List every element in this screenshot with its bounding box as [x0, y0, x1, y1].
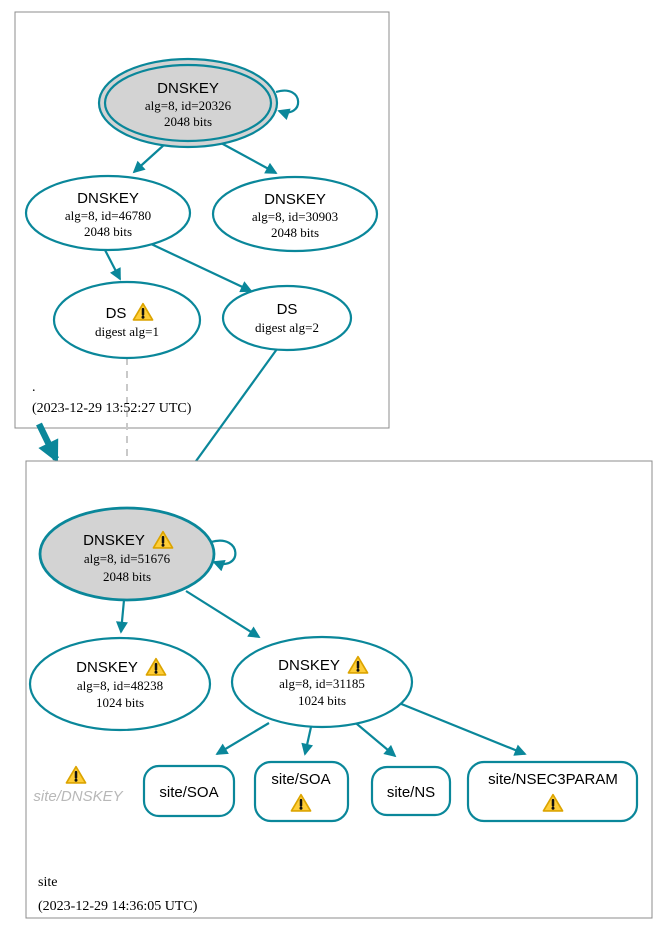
zone-timestamp-root: (2023-12-29 13:52:27 UTC): [32, 401, 192, 416]
node-root-dnskey-20326-alg-id: alg=8, id=20326: [145, 98, 232, 113]
edge-site-ksk-self-sign: [210, 539, 237, 572]
node-root-ds-digest2-shape[interactable]: [221, 284, 353, 352]
node-root-ds-digest2-title: DS: [277, 301, 298, 318]
edge-site-ksk-to-zsk2: [185, 590, 261, 638]
node-site-dnskey-31185-alg-id: alg=8, id=31185: [279, 676, 365, 691]
node-rrset-site-ns[interactable]: site/NS: [370, 765, 452, 817]
edge-root-to-site-delegation: [36, 422, 59, 463]
edge-root-ksk-to-zsk2: [220, 142, 278, 174]
node-root-dnskey-20326-shape[interactable]: [97, 57, 279, 149]
node-rrset-site-nsec3param[interactable]: site/NSEC3PARAM: [466, 760, 639, 823]
node-root-ds-digest2[interactable]: DS digest alg=2: [221, 284, 353, 352]
node-site-dnskey-ghost-label: site/DNSKEY: [33, 788, 123, 805]
edge-root-ksk-to-zsk1: [132, 143, 166, 174]
node-root-ds-digest1-detail: digest alg=1: [95, 324, 159, 339]
node-site-dnskey-51676-title: DNSKEY: [83, 532, 145, 549]
node-site-dnskey-51676-bits: 2048 bits: [103, 569, 151, 584]
node-rrset-site-soa-1-shape[interactable]: [142, 764, 236, 818]
node-root-dnskey-46780-shape[interactable]: [24, 174, 192, 252]
node-site-dnskey-48238-alg-id: alg=8, id=48238: [77, 678, 163, 693]
node-rrset-site-soa-2[interactable]: site/SOA: [253, 760, 350, 823]
node-site-dnskey-48238-shape[interactable]: [28, 636, 212, 732]
node-site-dnskey-31185[interactable]: DNSKEY alg=8, id=31185 1024 bits: [230, 635, 414, 729]
node-root-ds-digest1-title: DS: [106, 305, 127, 322]
node-site-dnskey-31185-bits: 1024 bits: [298, 693, 346, 708]
node-site-dnskey-31185-title: DNSKEY: [278, 657, 340, 674]
node-root-dnskey-30903-shape[interactable]: [211, 175, 379, 253]
node-site-dnskey-ghost[interactable]: site/DNSKEY: [33, 765, 124, 805]
edge-site-zsk2-to-nsec3param: [393, 699, 527, 756]
node-root-ds-digest2-detail: digest alg=2: [255, 320, 319, 335]
node-site-dnskey-51676[interactable]: DNSKEY alg=8, id=51676 2048 bits: [38, 506, 216, 602]
zone-timestamp-site: (2023-12-29 14:36:05 UTC): [38, 899, 198, 914]
node-rrset-site-nsec3param-shape[interactable]: [466, 760, 639, 823]
node-root-dnskey-46780-title: DNSKEY: [77, 190, 139, 207]
node-site-dnskey-48238[interactable]: DNSKEY alg=8, id=48238 1024 bits: [28, 636, 212, 732]
node-site-dnskey-48238-bits: 1024 bits: [96, 695, 144, 710]
node-root-dnskey-30903-alg-id: alg=8, id=30903: [252, 209, 338, 224]
node-rrset-site-soa-1[interactable]: site/SOA: [142, 764, 236, 818]
zone-label-site: site: [38, 875, 57, 890]
node-rrset-site-nsec3param-label: site/NSEC3PARAM: [488, 771, 618, 788]
edge-site-zsk2-to-soa1: [215, 722, 270, 755]
node-rrset-site-ns-shape[interactable]: [370, 765, 452, 817]
node-site-dnskey-31185-shape[interactable]: [230, 635, 414, 729]
node-root-dnskey-20326-bits: 2048 bits: [164, 114, 212, 129]
edge-site-ksk-to-zsk1: [115, 599, 128, 634]
edge-root-zsk1-to-ds2: [148, 242, 253, 293]
node-root-ds-digest1-shape[interactable]: [52, 280, 202, 360]
node-root-dnskey-20326-inner-ring: [103, 63, 273, 143]
node-root-dnskey-46780-alg-id: alg=8, id=46780: [65, 208, 151, 223]
node-rrset-site-soa-2-label: site/SOA: [271, 771, 330, 788]
node-root-ds-digest1[interactable]: DS digest alg=1: [52, 280, 202, 360]
node-root-dnskey-30903-title: DNSKEY: [264, 191, 326, 208]
node-root-dnskey-20326[interactable]: DNSKEY alg=8, id=20326 2048 bits: [97, 57, 279, 149]
edge-site-zsk2-to-soa2: [301, 726, 314, 756]
node-root-dnskey-20326-title: DNSKEY: [157, 80, 219, 97]
edge-root-ksk-self-sign: [275, 89, 300, 120]
node-site-dnskey-51676-shape[interactable]: [38, 506, 216, 602]
node-root-dnskey-46780[interactable]: DNSKEY alg=8, id=46780 2048 bits: [24, 174, 192, 252]
node-root-dnskey-30903[interactable]: DNSKEY alg=8, id=30903 2048 bits: [211, 175, 379, 253]
node-rrset-site-ns-label: site/NS: [387, 784, 435, 801]
edge-root-zsk1-to-ds1: [104, 249, 121, 281]
zone-label-root: .: [32, 380, 36, 395]
node-rrset-site-soa-1-label: site/SOA: [159, 784, 218, 801]
node-rrset-site-soa-2-shape[interactable]: [253, 760, 350, 823]
node-site-dnskey-48238-title: DNSKEY: [76, 659, 138, 676]
node-site-dnskey-51676-alg-id: alg=8, id=51676: [84, 551, 171, 566]
node-root-dnskey-46780-bits: 2048 bits: [84, 224, 132, 239]
edge-site-zsk2-to-ns: [350, 718, 397, 758]
node-root-dnskey-30903-bits: 2048 bits: [271, 225, 319, 240]
